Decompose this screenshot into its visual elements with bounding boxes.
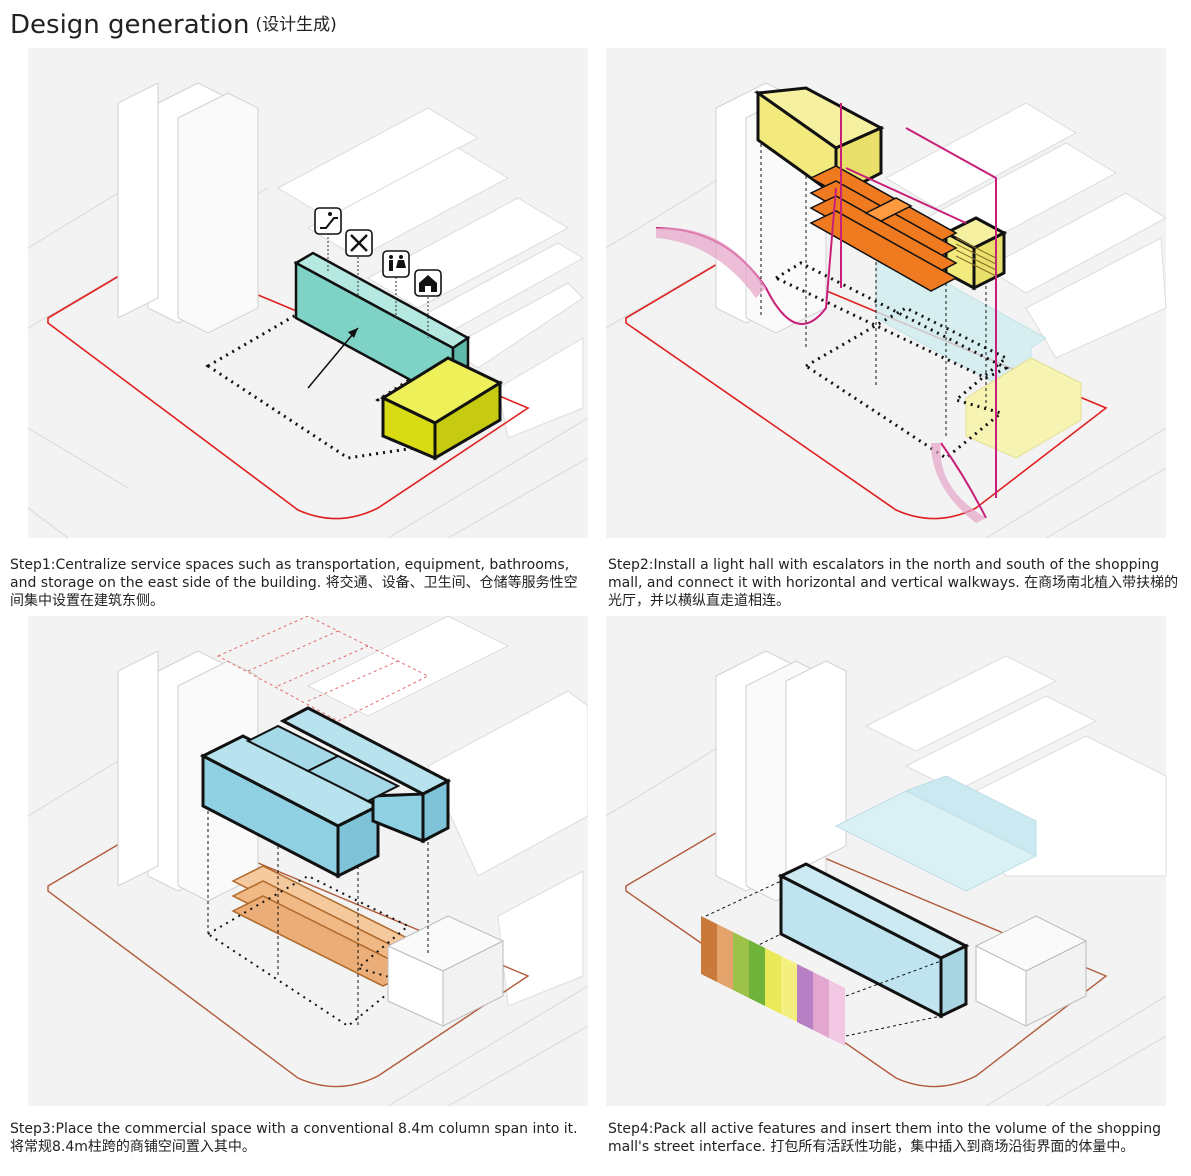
shop-volume-front <box>199 734 382 879</box>
page-title: Design generation(设计生成) <box>10 10 337 40</box>
entry-ribbon-north <box>656 227 766 298</box>
shop-volume-middle <box>245 724 401 803</box>
step4-diagram <box>606 616 1186 1116</box>
site-boundary <box>625 252 1108 520</box>
walkway-frame <box>809 165 958 292</box>
strip-segment <box>797 964 813 1030</box>
strip-segment <box>701 916 717 982</box>
tools-icon <box>345 229 373 257</box>
site-boundary <box>625 820 1108 1088</box>
step2-axonometric <box>606 48 1167 539</box>
step3-axonometric <box>27 616 588 1107</box>
restroom-icon <box>382 250 410 278</box>
entry-arrow-head <box>348 328 358 338</box>
north-light-hall <box>753 86 885 199</box>
strip-segment <box>813 972 829 1038</box>
active-functions-strip <box>701 916 845 1046</box>
step1-caption: Step1:Centralize service spaces such as … <box>10 557 578 609</box>
step1-diagram <box>8 48 588 548</box>
site-boundary <box>47 252 530 520</box>
strip-segment <box>749 940 765 1006</box>
step2-caption: Step2:Install a light hall with escalato… <box>608 557 1179 609</box>
upper-footprint <box>772 261 1010 380</box>
step3-diagram <box>8 616 588 1116</box>
site-boundary <box>47 820 530 1088</box>
step2-diagram <box>606 48 1186 548</box>
shop-volume-back <box>279 706 452 844</box>
strip-segment <box>829 980 845 1046</box>
step1-axonometric <box>27 48 588 539</box>
entry-arrow <box>307 327 359 389</box>
step4-axonometric <box>606 616 1167 1107</box>
south-light-hall-ghost <box>965 357 1082 459</box>
strip-segment <box>717 924 733 990</box>
entry-ribbon-south <box>931 443 986 523</box>
page-title-text: Design generation <box>10 10 250 40</box>
escalator-icon <box>314 207 342 235</box>
page-subtitle: (设计生成) <box>255 15 337 35</box>
service-volume-yellow <box>379 356 504 461</box>
service-volume-white <box>974 915 1088 1027</box>
residential-towers <box>715 650 847 902</box>
mall-volume <box>834 775 1038 892</box>
icon-leaders <box>327 233 429 338</box>
step3-caption: Step3:Place the commercial space with a … <box>10 1121 578 1155</box>
residential-towers <box>117 82 259 334</box>
storage-icon <box>414 269 442 297</box>
service-volume-white <box>386 915 505 1027</box>
column-grid <box>216 616 430 722</box>
strip-segment <box>765 948 781 1014</box>
step4-caption: Step4:Pack all active features and inser… <box>608 1121 1161 1155</box>
context-buildings <box>864 655 1167 877</box>
mall-footprint <box>205 306 453 460</box>
escalator <box>955 237 997 277</box>
strip-segment <box>781 956 797 1022</box>
strip-segment <box>733 932 749 998</box>
